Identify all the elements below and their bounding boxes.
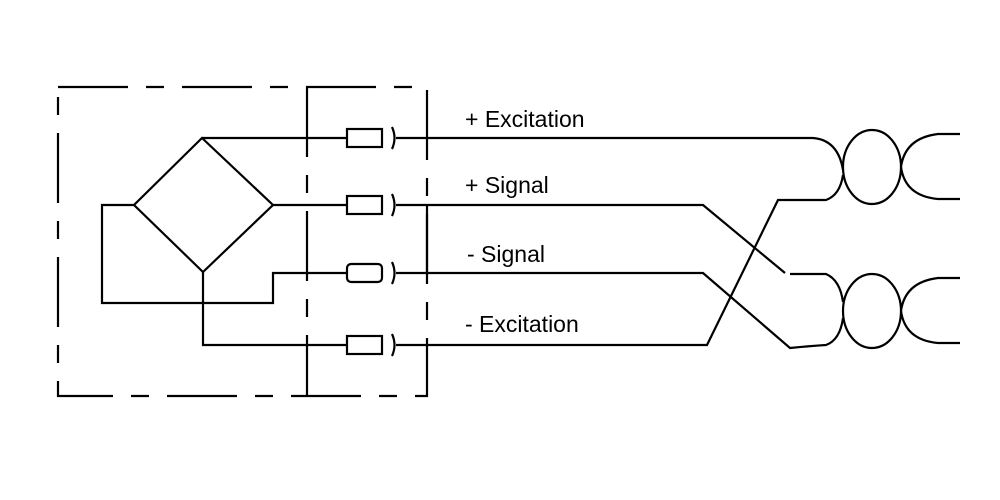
label-minus-excitation: - Excitation bbox=[465, 311, 579, 337]
minus-signal-internal-wire bbox=[100, 203, 347, 305]
label-plus-signal: + Signal bbox=[465, 172, 549, 198]
minus-signal-wire bbox=[396, 271, 845, 350]
connector-plus-excitation bbox=[345, 126, 396, 150]
plus-signal-wire bbox=[396, 203, 786, 274]
signal-pair-entry bbox=[790, 272, 845, 303]
twisted-pair-signal bbox=[841, 272, 960, 350]
wheatstone-bridge bbox=[132, 136, 275, 274]
connector-minus-signal bbox=[345, 261, 396, 285]
plus-excitation-wire bbox=[396, 136, 845, 171]
connector-plus-signal bbox=[345, 193, 396, 217]
label-plus-excitation: + Excitation bbox=[465, 106, 585, 132]
connector-minus-excitation bbox=[345, 333, 396, 357]
minus-excitation-internal-wire bbox=[201, 272, 347, 347]
twisted-pair-excitation bbox=[841, 128, 960, 206]
sensor-enclosure-dashed bbox=[56, 85, 429, 398]
label-minus-signal: - Signal bbox=[467, 241, 545, 267]
minus-excitation-wire bbox=[396, 174, 845, 347]
